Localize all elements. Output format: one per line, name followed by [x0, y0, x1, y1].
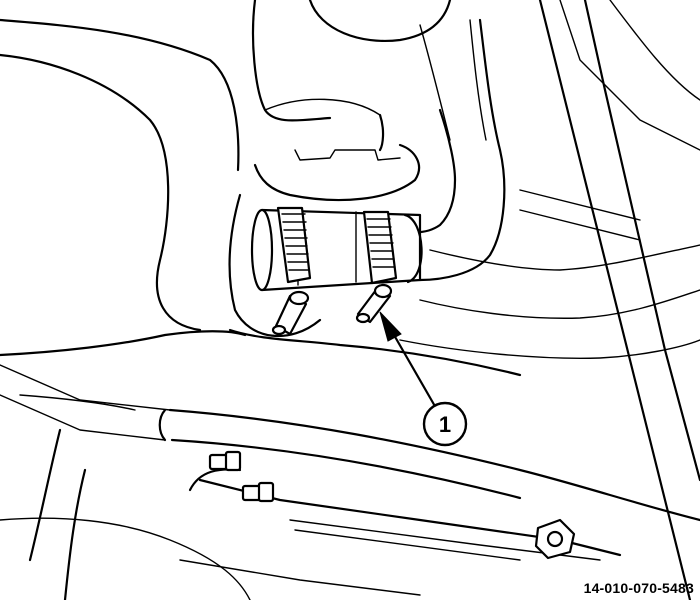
clamp-bolt-right [355, 283, 393, 324]
clamp-band-right [362, 210, 398, 285]
fastener-nut-middle [241, 481, 275, 503]
clamp-bolt-left [271, 290, 310, 336]
clamp-band-left [276, 206, 312, 284]
exhaust-pipe [408, 18, 506, 282]
crossmember [0, 328, 700, 600]
tank-housing [0, 53, 247, 411]
callout-bubble-1: 1 [422, 401, 468, 447]
figure-id: 14-010-070-5483 [583, 580, 694, 596]
fastener-nut-upper [208, 450, 242, 472]
fastener-nut-lower [534, 518, 576, 560]
callout-leader-arrow [379, 311, 438, 410]
callout-number: 1 [439, 412, 451, 437]
